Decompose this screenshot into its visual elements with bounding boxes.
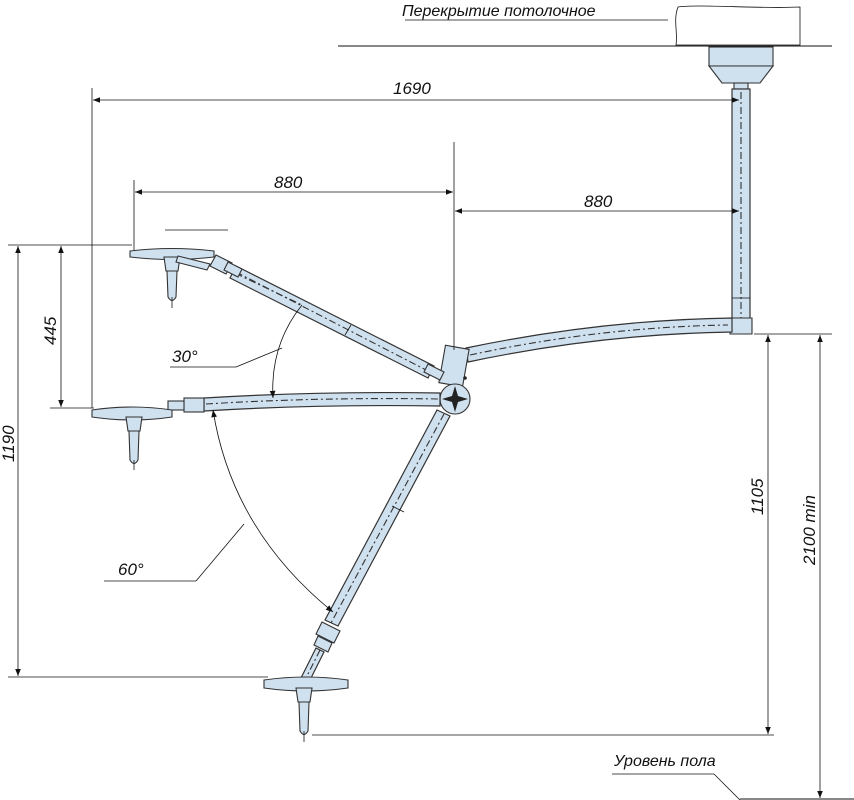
dim-total-reach: 1690 [393,79,431,98]
dim-height-445: 445 [41,316,60,345]
lower-arm [297,409,451,689]
central-joint [438,344,471,415]
ceiling-label: Перекрытие потолочное [402,3,596,20]
floor [612,773,854,800]
ceiling [338,5,832,47]
dim-height-2100: 2100 min [800,495,819,566]
dim-height-1105: 1105 [748,478,767,515]
angle-upper-label: 30° [172,347,198,366]
dimension-lines [15,97,823,798]
horizontal-arm [167,391,441,413]
floor-label: Уровень пола [613,753,716,770]
vertical-column [729,88,753,335]
left-lamp-head [91,406,173,470]
ceiling-mount [707,46,775,90]
dim-arm-reach-main: 880 [584,192,613,211]
angle-arcs [104,304,334,613]
extension-lines [8,88,832,736]
upper-lamp-head [129,229,228,308]
dim-arm-reach-upper: 880 [274,173,303,192]
angle-lower-label: 60° [118,560,144,579]
bottom-lamp-head [263,676,349,742]
main-arm [465,317,733,363]
dim-height-1190: 1190 [0,425,18,462]
upper-arm [209,254,445,381]
